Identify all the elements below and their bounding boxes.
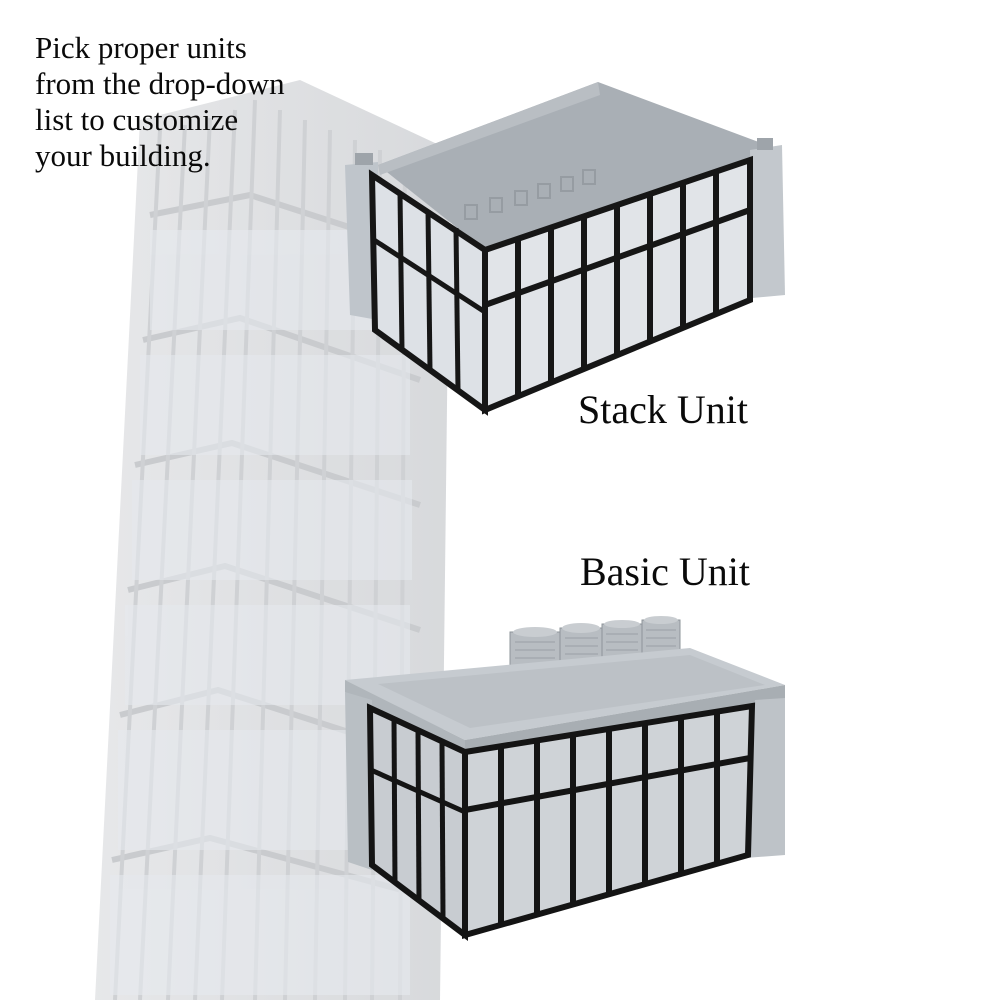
instruction-line: list to customize [35,102,239,137]
instruction-line: Pick proper units [35,30,247,65]
instruction-line: your building. [35,138,211,173]
basic-unit-label: Basic Unit [580,549,750,594]
instruction-line: from the drop-down [35,66,285,101]
instruction-text: Pick proper units from the drop-down lis… [35,30,365,174]
stack-unit-label: Stack Unit [578,387,748,432]
